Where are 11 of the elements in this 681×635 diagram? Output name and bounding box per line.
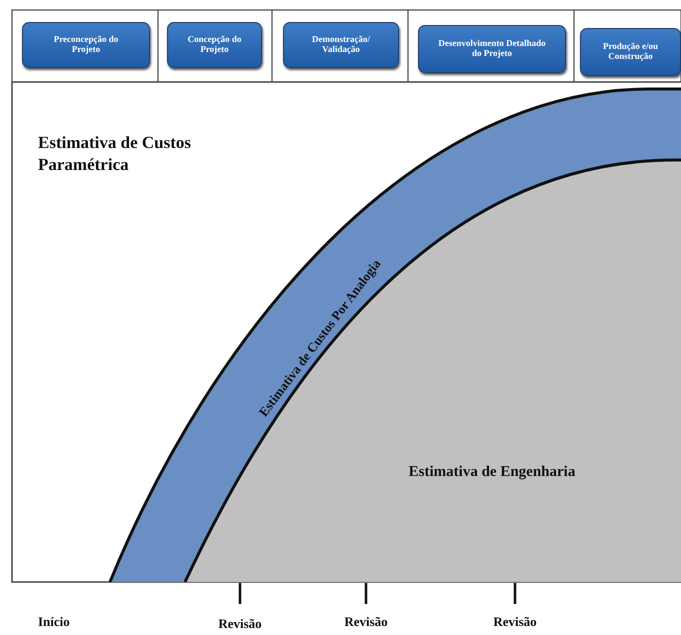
phase-button: Preconcepção do Projeto [22, 22, 150, 68]
milestone-label: Revisão [493, 614, 537, 630]
phase-button: Concepção do Projeto [167, 22, 262, 68]
milestone-label: Revisão [344, 614, 388, 630]
phase-button: Desenvolvimento Detalhado do Projeto [418, 25, 566, 73]
region-label: Estimativa de Custos Paramétrica [38, 132, 192, 176]
milestone-label: Revisão [218, 616, 262, 632]
phase-button: Produção e/ou Construção [580, 28, 681, 76]
phase-button: Demonstração/ Validação [283, 22, 399, 68]
timeline-label: Início [38, 614, 70, 630]
region-label: Estimativa de Engenharia [408, 464, 576, 481]
